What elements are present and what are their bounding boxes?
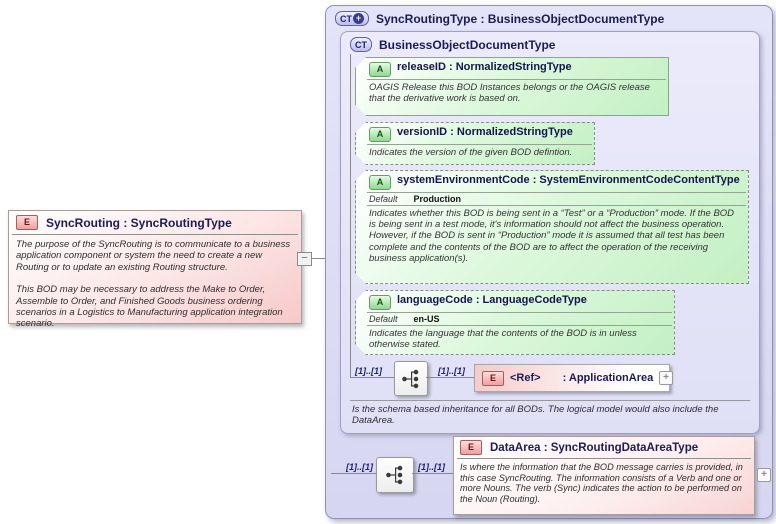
businessobjectdocumenttype-box[interactable]: CT BusinessObjectDocumentType A releaseI… (340, 31, 760, 434)
attribute-default-row: Default Production (356, 193, 748, 205)
applicationarea-ref-box[interactable]: E <Ref> : ApplicationArea (474, 364, 670, 392)
attribute-annotation: OAGIS Release this BOD Instances belongs… (369, 82, 650, 105)
attribute-annotation: Indicates the language that the contents… (369, 328, 637, 351)
plus-icon[interactable]: + (757, 468, 771, 482)
sequence-icon[interactable] (376, 457, 414, 493)
connector-line (300, 258, 325, 259)
attribute-name: releaseID : NormalizedStringType (397, 61, 572, 73)
attribute-header: A systemEnvironmentCode : SystemEnvironm… (356, 171, 748, 192)
attribute-header: A languageCode : LanguageCodeType (356, 291, 674, 312)
syncrouting-header: E SyncRouting : SyncRoutingType (9, 211, 301, 234)
businessobjectdocumenttype-title: BusinessObjectDocumentType (379, 37, 556, 52)
complextype-badge: CT + (335, 11, 369, 26)
dataarea-element-box[interactable]: E DataArea : SyncRoutingDataAreaType Is … (453, 436, 755, 515)
default-value: en-US (413, 314, 440, 324)
default-label: Default (369, 314, 398, 324)
syncroutingtype-box[interactable]: CT + SyncRoutingType : BusinessObjectDoc… (325, 5, 773, 519)
connector-line (412, 473, 453, 474)
syncrouting-element-box[interactable]: E SyncRouting : SyncRoutingType The purp… (8, 210, 302, 329)
basetype-annotation: Is the schema based inheritance for all … (352, 404, 719, 427)
divider (367, 192, 746, 193)
attribute-releaseid[interactable]: A releaseID : NormalizedStringType OAGIS… (355, 57, 669, 116)
attribute-header: A releaseID : NormalizedStringType (356, 58, 668, 79)
ref-name: <Ref> (510, 372, 541, 384)
attribute-versionid[interactable]: A versionID : NormalizedStringType Indic… (355, 122, 595, 165)
element-badge: E (482, 370, 504, 386)
attribute-annotation: Indicates whether this BOD is being sent… (369, 208, 735, 264)
cardinality-label: [1]..[1] (438, 366, 465, 376)
plus-icon[interactable]: + (659, 371, 673, 385)
sequence-glyph (386, 465, 403, 485)
element-badge: E (16, 215, 38, 230)
attribute-annotation: Indicates the version of the given BOD d… (369, 147, 573, 158)
cardinality-label: [1]..[1] (418, 462, 445, 472)
divider (350, 400, 750, 401)
syncroutingtype-header: CT + SyncRoutingType : BusinessObjectDoc… (326, 6, 772, 31)
connector-line (331, 473, 376, 474)
syncrouting-annotation-p1: The purpose of the SyncRouting is to com… (16, 239, 291, 273)
attribute-languagecode[interactable]: A languageCode : LanguageCodeType Defaul… (355, 290, 675, 355)
syncrouting-annotation: The purpose of the SyncRouting is to com… (9, 235, 301, 334)
ref-type: : ApplicationArea (562, 372, 654, 384)
divider (367, 79, 666, 80)
divider (367, 325, 672, 326)
attribute-name: systemEnvironmentCode : SystemEnvironmen… (397, 174, 740, 186)
syncroutingtype-title: SyncRoutingType : BusinessObjectDocument… (376, 11, 665, 26)
tree-connector-line (350, 54, 351, 378)
attribute-name: languageCode : LanguageCodeType (397, 294, 587, 306)
sequence-icon[interactable] (394, 361, 428, 396)
divider (12, 234, 298, 235)
syncrouting-annotation-p2: This BOD may be necessary to address the… (16, 284, 283, 330)
attribute-badge: A (369, 175, 391, 190)
divider (367, 144, 592, 145)
complextype-badge-label: CT (355, 39, 367, 50)
attribute-default-row: Default en-US (356, 313, 674, 325)
cardinality-label: [1]..[1] (355, 366, 382, 376)
default-label: Default (369, 194, 398, 204)
minus-icon[interactable]: – (297, 252, 312, 266)
attribute-header: A versionID : NormalizedStringType (356, 123, 594, 144)
sequence-glyph (402, 369, 419, 388)
attribute-systemenvironmentcode[interactable]: A systemEnvironmentCode : SystemEnvironm… (355, 170, 749, 284)
attribute-name: versionID : NormalizedStringType (397, 126, 573, 138)
divider (457, 458, 751, 459)
complextype-badge: CT (350, 37, 372, 52)
default-value: Production (413, 194, 462, 204)
syncrouting-title: SyncRouting : SyncRoutingType (46, 215, 232, 230)
connector-line (350, 377, 394, 378)
businessobjectdocumenttype-header: CT BusinessObjectDocumentType (341, 32, 759, 57)
attribute-badge: A (369, 62, 391, 77)
divider (367, 312, 672, 313)
plus-circle-icon: + (353, 13, 364, 24)
attribute-badge: A (369, 295, 391, 310)
attribute-badge: A (369, 127, 391, 142)
element-badge: E (460, 440, 482, 455)
divider (367, 205, 746, 206)
connector-line (426, 377, 474, 378)
dataarea-header: E DataArea : SyncRoutingDataAreaType (454, 437, 754, 458)
cardinality-label: [1]..[1] (346, 462, 373, 472)
complextype-badge-label: CT (340, 13, 352, 24)
dataarea-annotation: Is where the information that the BOD me… (460, 462, 743, 504)
dataarea-title: DataArea : SyncRoutingDataAreaType (490, 441, 699, 454)
